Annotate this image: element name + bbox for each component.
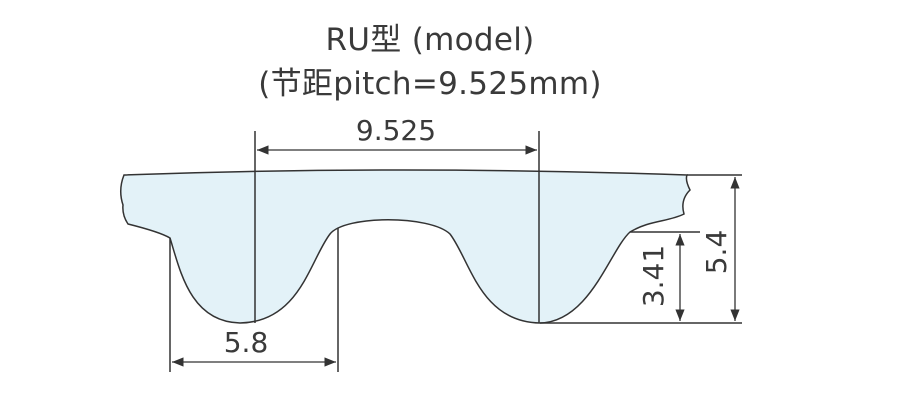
diagram-title: RU型 (model) [325, 22, 535, 58]
diagram-subtitle: (节距pitch=9.525mm) [258, 66, 602, 102]
tooth-height-label: 3.41 [637, 245, 670, 307]
tooth-width-label: 5.8 [224, 326, 269, 359]
total-height-label: 5.4 [700, 230, 733, 275]
belt-profile [120, 169, 691, 324]
pitch-label: 9.525 [356, 114, 436, 147]
